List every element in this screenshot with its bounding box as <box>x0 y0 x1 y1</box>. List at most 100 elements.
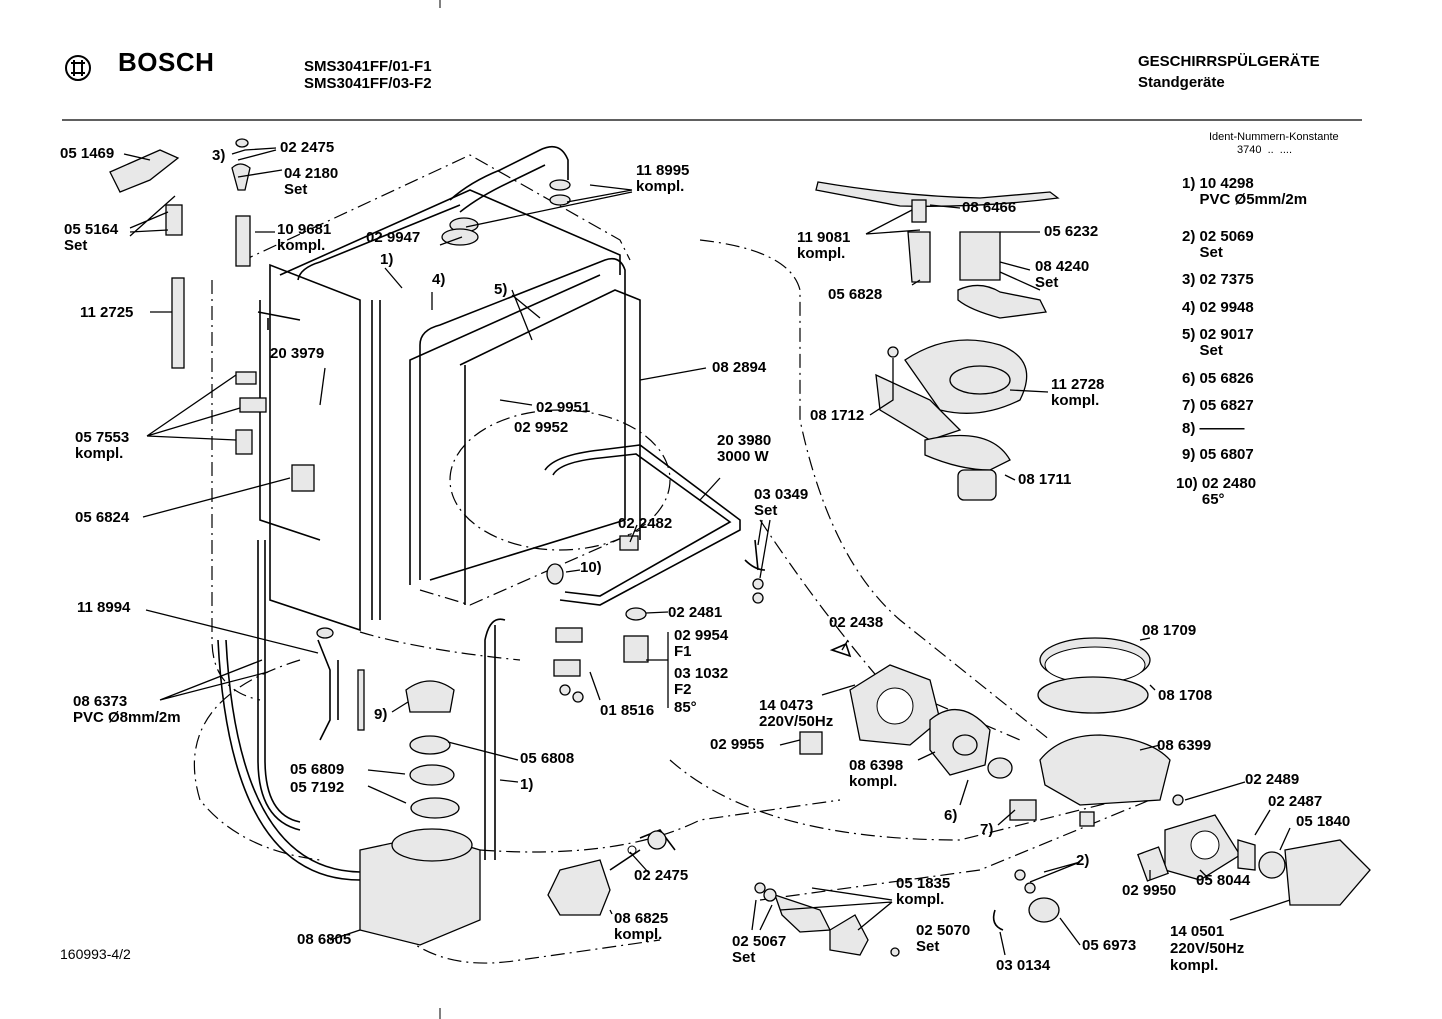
tub-frame <box>235 189 641 632</box>
inlet-valve <box>754 882 900 957</box>
part-label: 08 6466 <box>962 199 1017 216</box>
callout-label: 7) <box>980 821 994 838</box>
part-label: 02 2475 <box>280 139 335 156</box>
legend-number: 3) <box>1182 271 1196 288</box>
part-label: 02 2438 <box>829 614 884 631</box>
part-label: 05 1840 <box>1296 813 1351 830</box>
part-label: 08 2894 <box>712 359 767 376</box>
legend-text: 02 9017 Set <box>1199 326 1254 359</box>
legend-item: 7) 05 6827 <box>1182 398 1254 414</box>
part-label: 02 5067 Set <box>732 933 787 966</box>
bosch-armature-icon <box>65 55 91 81</box>
part-label: 01 8516 <box>600 702 655 719</box>
part-label: 08 6398 kompl. <box>849 757 904 790</box>
legend-text: 05 6826 <box>1199 370 1254 387</box>
legend-text: 05 6827 <box>1199 397 1254 414</box>
part-label: 05 6232 <box>1044 223 1099 240</box>
part-label: 20 3979 <box>270 345 325 362</box>
callout-label: 1) <box>380 251 394 268</box>
drawing-code: 160993-4/2 <box>60 946 131 962</box>
circulation-pump <box>799 642 1013 779</box>
callout-label: 1) <box>520 776 534 793</box>
callout-label: 2) <box>1076 852 1090 869</box>
callout-label: 9) <box>374 706 388 723</box>
sump-assembly <box>359 680 676 946</box>
part-label: 02 9955 <box>710 736 765 753</box>
category-title: GESCHIRRSPÜLGERÄTE <box>1138 53 1320 70</box>
part-label: 04 2180 Set <box>284 165 339 198</box>
callout-label: 6) <box>944 807 958 824</box>
legend-text: 02 2480 65° <box>1201 475 1257 508</box>
part-label: 03 0349 Set <box>754 486 809 519</box>
part-label: 02 9954 F1 <box>674 627 729 660</box>
bosch-logo <box>64 54 92 87</box>
part-label: 11 2728 kompl. <box>1051 376 1105 409</box>
legend-item: 9) 05 6807 <box>1182 447 1254 463</box>
tub-outline <box>193 154 1151 964</box>
part-label: 05 6808 <box>520 750 575 767</box>
leader-lines <box>123 147 1291 956</box>
model-number-2: SMS3041FF/03-F2 <box>304 75 432 92</box>
legend-number: 8) <box>1182 420 1196 437</box>
part-label: 14 0473 220V/50Hz <box>759 697 834 730</box>
part-label: 05 7553 kompl. <box>75 429 130 462</box>
part-label: 02 2487 <box>1268 793 1323 810</box>
part-label: 02 9952 <box>514 419 569 436</box>
ident-value: 3740 .. .... <box>1237 144 1293 156</box>
part-label: 05 1469 <box>60 145 115 162</box>
callout-label: 10) <box>580 559 602 576</box>
legend-item: 10) 02 2480 65° <box>1176 476 1256 508</box>
part-label: 08 1711 <box>1018 471 1072 488</box>
spray-arm-assembly <box>815 181 1060 501</box>
legend-text: 02 7375 <box>1199 271 1254 288</box>
supply-tube <box>441 145 571 246</box>
part-label: 05 7192 <box>290 779 345 796</box>
drain-pump <box>992 794 1371 931</box>
part-label: 02 2481 <box>668 604 723 621</box>
legend-text: 02 5069 Set <box>1199 228 1254 261</box>
legend-item: 6) 05 6826 <box>1182 371 1254 387</box>
legend-number: 7) <box>1182 397 1196 414</box>
part-label: 05 5164 Set <box>64 221 119 254</box>
part-label: 11 8995 kompl. <box>636 162 690 195</box>
legend-number: 9) <box>1182 446 1196 463</box>
legend-item: 8) ——— <box>1182 421 1245 437</box>
part-label: 10 9681 kompl. <box>277 221 332 254</box>
part-label: 05 6824 <box>75 509 130 526</box>
legend-item: 2) 02 5069 Set <box>1182 229 1254 261</box>
legend-item: 4) 02 9948 <box>1182 300 1254 316</box>
part-label: 08 6825 kompl. <box>614 910 669 943</box>
category-subtitle: Standgeräte <box>1138 74 1225 91</box>
legend-number: 1) <box>1182 175 1196 192</box>
heater-element <box>544 444 766 703</box>
legend-number: 2) <box>1182 228 1196 245</box>
part-label: 03 1032 F2 <box>674 665 729 698</box>
part-label: 05 6973 <box>1082 937 1137 954</box>
part-label: 08 1709 <box>1142 622 1197 639</box>
part-label: 08 6399 <box>1157 737 1212 754</box>
part-label: 08 4240 Set <box>1035 258 1090 291</box>
part-label: 11 8994 <box>77 599 131 616</box>
part-label: 20 3980 3000 W <box>717 432 772 465</box>
callout-label: 4) <box>432 271 446 288</box>
part-label: 05 6809 <box>290 761 345 778</box>
part-label: 14 0501 220V/50Hz kompl. <box>1170 923 1245 974</box>
part-label: 11 2725 <box>80 304 134 321</box>
filter-assembly <box>1009 637 1171 827</box>
part-label: 05 6828 <box>828 286 883 303</box>
part-label: 08 1712 <box>810 407 865 424</box>
legend-number: 6) <box>1182 370 1196 387</box>
part-label: 02 2482 <box>618 515 673 532</box>
model-number-1: SMS3041FF/01-F1 <box>304 58 432 75</box>
part-label: 08 6373 PVC Ø8mm/2m <box>73 693 181 726</box>
legend-text: 05 6807 <box>1199 446 1254 463</box>
part-label: 02 2489 <box>1245 771 1300 788</box>
part-label: 02 5070 Set <box>916 922 971 955</box>
callout-label: 3) <box>212 147 226 164</box>
part-label: 08 6805 <box>297 931 352 948</box>
part-label: 02 2475 <box>634 867 689 884</box>
part-label: 05 1835 kompl. <box>896 875 951 908</box>
legend-item: 3) 02 7375 <box>1182 272 1254 288</box>
legend-number: 4) <box>1182 299 1196 316</box>
